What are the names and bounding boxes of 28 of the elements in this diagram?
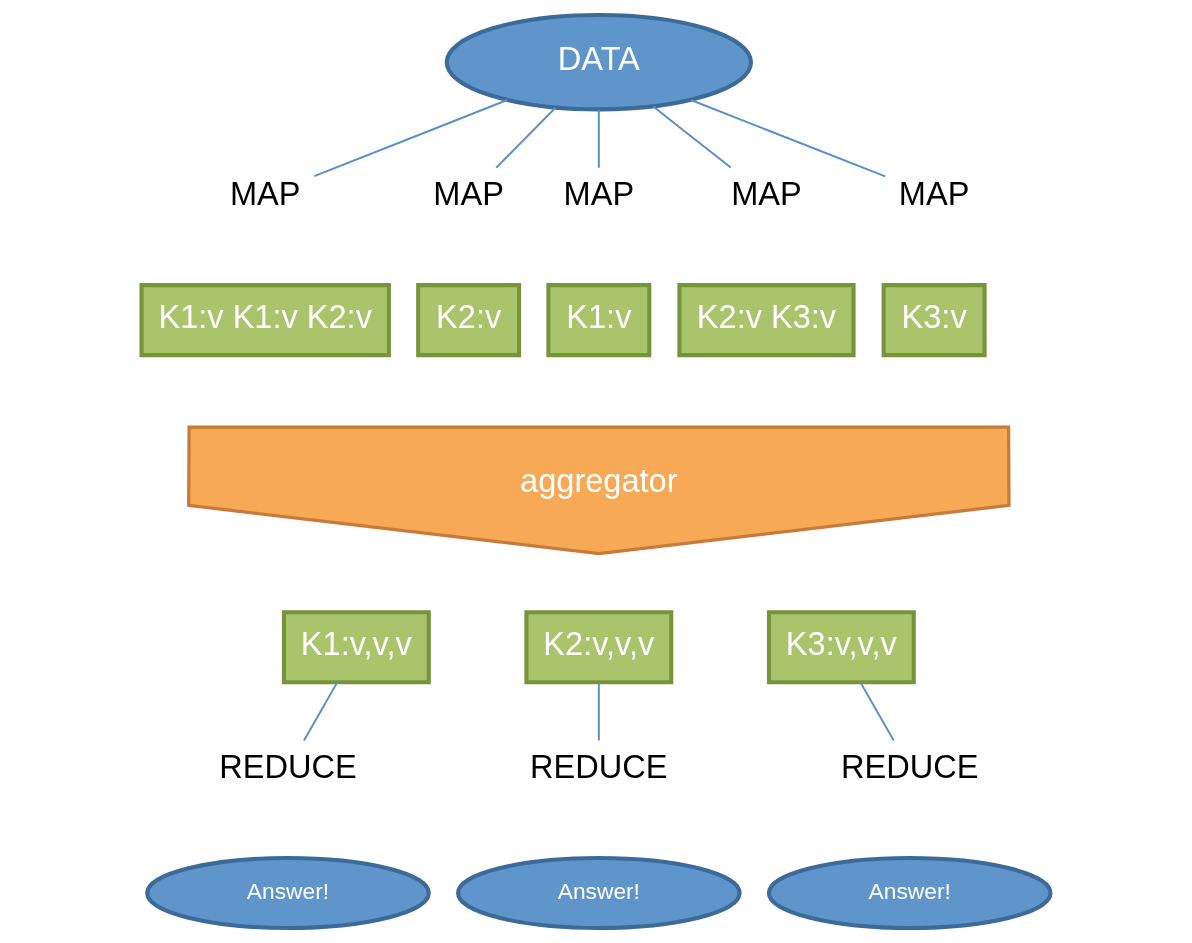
connector <box>652 105 732 169</box>
node-box: K2:v K3:v <box>677 283 856 358</box>
connector <box>597 681 600 742</box>
node-text: MAP <box>731 176 802 213</box>
node-text: REDUCE <box>530 749 668 786</box>
node-text: MAP <box>898 176 970 213</box>
node-text: MAP <box>563 176 635 213</box>
connector <box>597 108 600 169</box>
connector <box>303 681 338 742</box>
node-box: K2:v,v,v <box>524 610 674 685</box>
node-ellipse: Answer! <box>145 856 431 931</box>
node-box: K1:v,v,v <box>281 610 431 685</box>
node-ellipse: Answer! <box>456 856 742 931</box>
node-box: K3:v <box>881 283 987 358</box>
node-box: K1:v K1:v K2:v <box>139 283 391 358</box>
node-ellipse: DATA <box>444 12 754 112</box>
node-text: REDUCE <box>219 749 357 786</box>
connector <box>313 99 509 178</box>
connector <box>495 106 557 169</box>
connector <box>689 99 887 178</box>
node-box: K2:v <box>416 283 522 358</box>
node-text: REDUCE <box>840 749 979 786</box>
node-ellipse: Answer! <box>766 856 1053 931</box>
node-box: K1:v <box>546 283 652 358</box>
node-text: MAP <box>433 176 504 213</box>
connector <box>859 681 895 742</box>
node-text: MAP <box>229 176 301 213</box>
node-box: K3:v,v,v <box>766 610 916 685</box>
